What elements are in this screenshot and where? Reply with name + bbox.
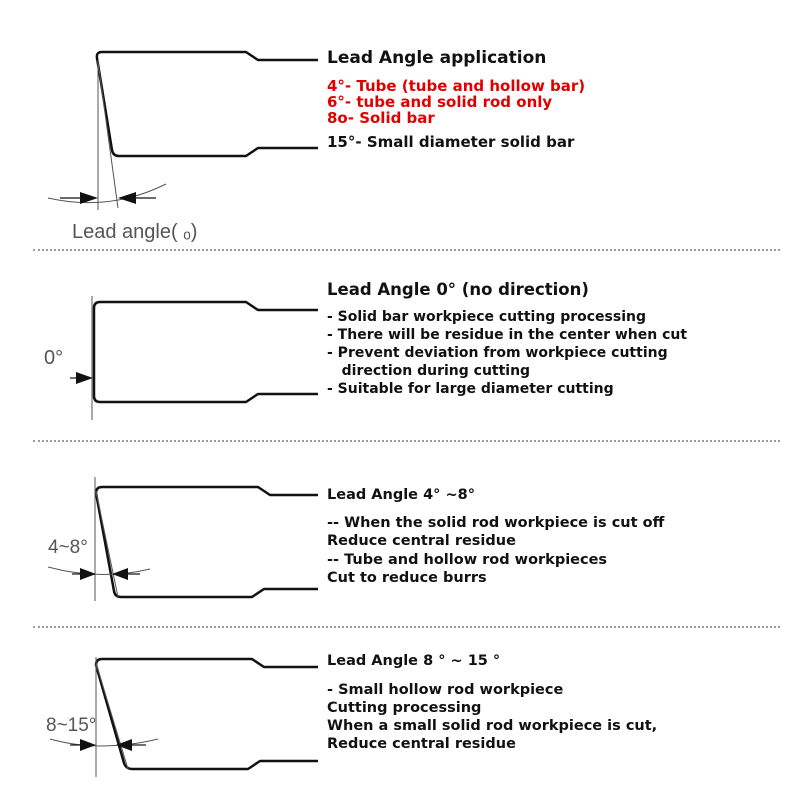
section2-title: Lead Angle 0° (no direction) [327, 280, 589, 299]
section4-line-2: Cutting processing [327, 700, 482, 716]
lead-angle-label: Lead angle( ₒ) [72, 221, 197, 243]
arrow-left-icon [112, 568, 128, 580]
section-lead-angle-8-15: 8~15° Lead Angle 8 ° ~ 15 ° - Small holl… [0, 627, 800, 800]
section-lead-angle-0: 0° Lead Angle 0° (no direction) - Solid … [0, 250, 800, 440]
section3-title: Lead Angle 4° ~8° [327, 487, 475, 503]
arrow-right-icon [80, 568, 96, 580]
section4-line-3: When a small solid rod workpiece is cut, [327, 718, 658, 734]
arrow-right-icon [80, 192, 98, 204]
section4-line-1: - Small hollow rod workpiece [327, 682, 564, 698]
arrow-right-icon [76, 372, 93, 384]
arrow-left-icon [116, 739, 132, 751]
separator [33, 249, 780, 251]
section2-line-1: - Solid bar workpiece cutting processing [327, 309, 646, 325]
tool-outline [92, 300, 318, 404]
tool-outline [95, 50, 318, 158]
red-line-8deg: 8o- Solid bar [327, 109, 435, 127]
angle-reference-line [95, 490, 119, 598]
section-lead-angle-application: Lead angle( ₒ) Lead Angle application 4°… [0, 0, 800, 245]
lead-angle-8-15-diagram: 8~15° [46, 657, 318, 777]
section3-line-1: -- When the solid rod workpiece is cut o… [327, 515, 665, 531]
section3-line-2: Reduce central residue [327, 533, 516, 549]
red-line-4deg: 4°- Tube (tube and hollow bar) [327, 77, 586, 95]
angle-arc [47, 566, 151, 576]
section2-line-2: - There will be residue in the center wh… [327, 327, 688, 343]
red-line-6deg: 6°- tube and solid rod only [327, 93, 553, 111]
separator [33, 626, 780, 628]
section2-line-3: - Prevent deviation from workpiece cutti… [327, 345, 668, 361]
section4-title: Lead Angle 8 ° ~ 15 ° [327, 653, 501, 669]
section3-line-4: Cut to reduce burrs [327, 570, 487, 586]
angle-reference-line [95, 662, 129, 770]
separator [33, 440, 780, 442]
section2-line-5: - Suitable for large diameter cutting [327, 381, 614, 397]
angle-arc [49, 738, 159, 747]
section2-line-4: direction during cutting [327, 363, 531, 379]
section1-title: Lead Angle application [327, 48, 547, 68]
angle-arc [47, 183, 167, 204]
lead-angle-0-diagram: 0° [44, 296, 318, 420]
arrow-right-icon [80, 739, 96, 751]
lead-angle-diagram: Lead angle( ₒ) [47, 50, 318, 243]
angle-label: 0° [44, 347, 63, 369]
section3-line-3: -- Tube and hollow rod workpieces [327, 552, 608, 568]
arrow-left-icon [118, 192, 136, 204]
angle-label: 4~8° [48, 537, 88, 558]
lead-angle-4-8-diagram: 4~8° [47, 477, 318, 601]
tool-outline [94, 657, 318, 771]
tool-outline [94, 485, 318, 599]
angle-label: 8~15° [46, 715, 96, 736]
line-15deg: 15°- Small diameter solid bar [327, 133, 575, 151]
angle-reference-line [97, 61, 119, 209]
section-lead-angle-4-8: 4~8° Lead Angle 4° ~8° -- When the solid… [0, 441, 800, 626]
section4-line-4: Reduce central residue [327, 736, 516, 752]
